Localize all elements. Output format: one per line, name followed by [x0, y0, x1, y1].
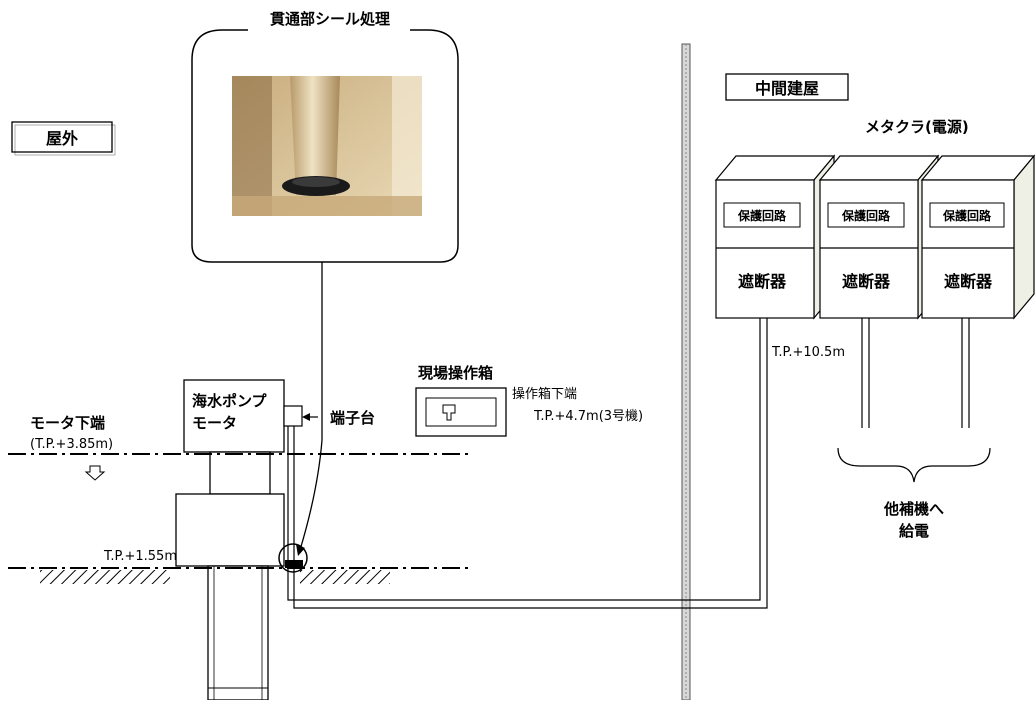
motor-bottom-label: モータ下端: [30, 414, 105, 432]
main-power-cable: [287, 318, 768, 609]
breaker-label-2: 遮断器: [842, 272, 891, 291]
terminal-block: 端子台: [283, 405, 375, 427]
site-control-box-label: 現場操作箱: [418, 364, 493, 382]
breaker-label-3: 遮断器: [944, 272, 993, 291]
other-aux-label-line2: 給電: [899, 522, 929, 540]
metaclad-cabinet-1: 保護回路 遮断器: [714, 154, 836, 320]
metaclad-label: メタクラ(電源): [865, 118, 969, 136]
penetration-seal-callout: 貫通部シール処理: [191, 10, 459, 440]
seal-leader-arrow: [299, 439, 323, 551]
seal-location-circle: [278, 543, 308, 573]
pump-motor-label-line1: 海水ポンプ: [192, 392, 268, 410]
aux-brace: [837, 447, 991, 483]
penetration-seal-label: 貫通部シール処理: [270, 10, 390, 28]
tp-10-5-label: T.P.+10.5m: [771, 345, 845, 360]
site-control-box: 現場操作箱 操作箱下端 T.P.+4.7m(3号機): [415, 364, 643, 437]
tp-3-85-label: (T.P.+3.85m): [30, 437, 113, 452]
callout-bubble-outline: [191, 29, 459, 263]
seal-photo: [232, 76, 422, 216]
protection-circuit-label-3: 保護回路: [942, 208, 992, 223]
intermediate-building-label: 中間建屋: [755, 79, 819, 98]
ground-hatch-left: [40, 570, 170, 584]
tp-1-55-label: T.P.+1.55m: [103, 549, 177, 564]
tp-4-7-label: T.P.+4.7m(3号機): [533, 409, 643, 424]
pump-motor-box: [183, 379, 285, 453]
pump-motor-label-line2: モータ: [192, 414, 237, 432]
terminal-block-label: 端子台: [330, 409, 375, 427]
aux-feeder-cables: [837, 318, 991, 483]
ground-hatch-right: [300, 570, 390, 584]
metaclad-cabinet-3: 保護回路 遮断器: [920, 154, 1036, 320]
outdoor-label: 屋外: [46, 129, 78, 148]
metaclad-cabinets: 保護回路 遮断器 保護回路 遮断器 保護回路 遮断器: [714, 154, 1036, 320]
other-aux-label-line1: 他補機へ: [883, 500, 944, 518]
control-box-bottom-label: 操作箱下端: [512, 386, 577, 402]
building-wall: [681, 43, 691, 701]
control-switch-icon: [442, 404, 456, 421]
seawater-pump: 海水ポンプ モータ: [175, 379, 285, 701]
intermediate-building-label-box: 中間建屋: [725, 73, 849, 101]
protection-circuit-label-1: 保護回路: [737, 208, 787, 223]
outdoor-label-box: 屋外: [11, 121, 116, 156]
breaker-label-1: 遮断器: [738, 272, 787, 291]
protection-circuit-label-2: 保護回路: [841, 208, 891, 223]
down-arrow-icon: [84, 465, 106, 481]
metaclad-cabinet-2: 保護回路 遮断器: [818, 154, 940, 320]
